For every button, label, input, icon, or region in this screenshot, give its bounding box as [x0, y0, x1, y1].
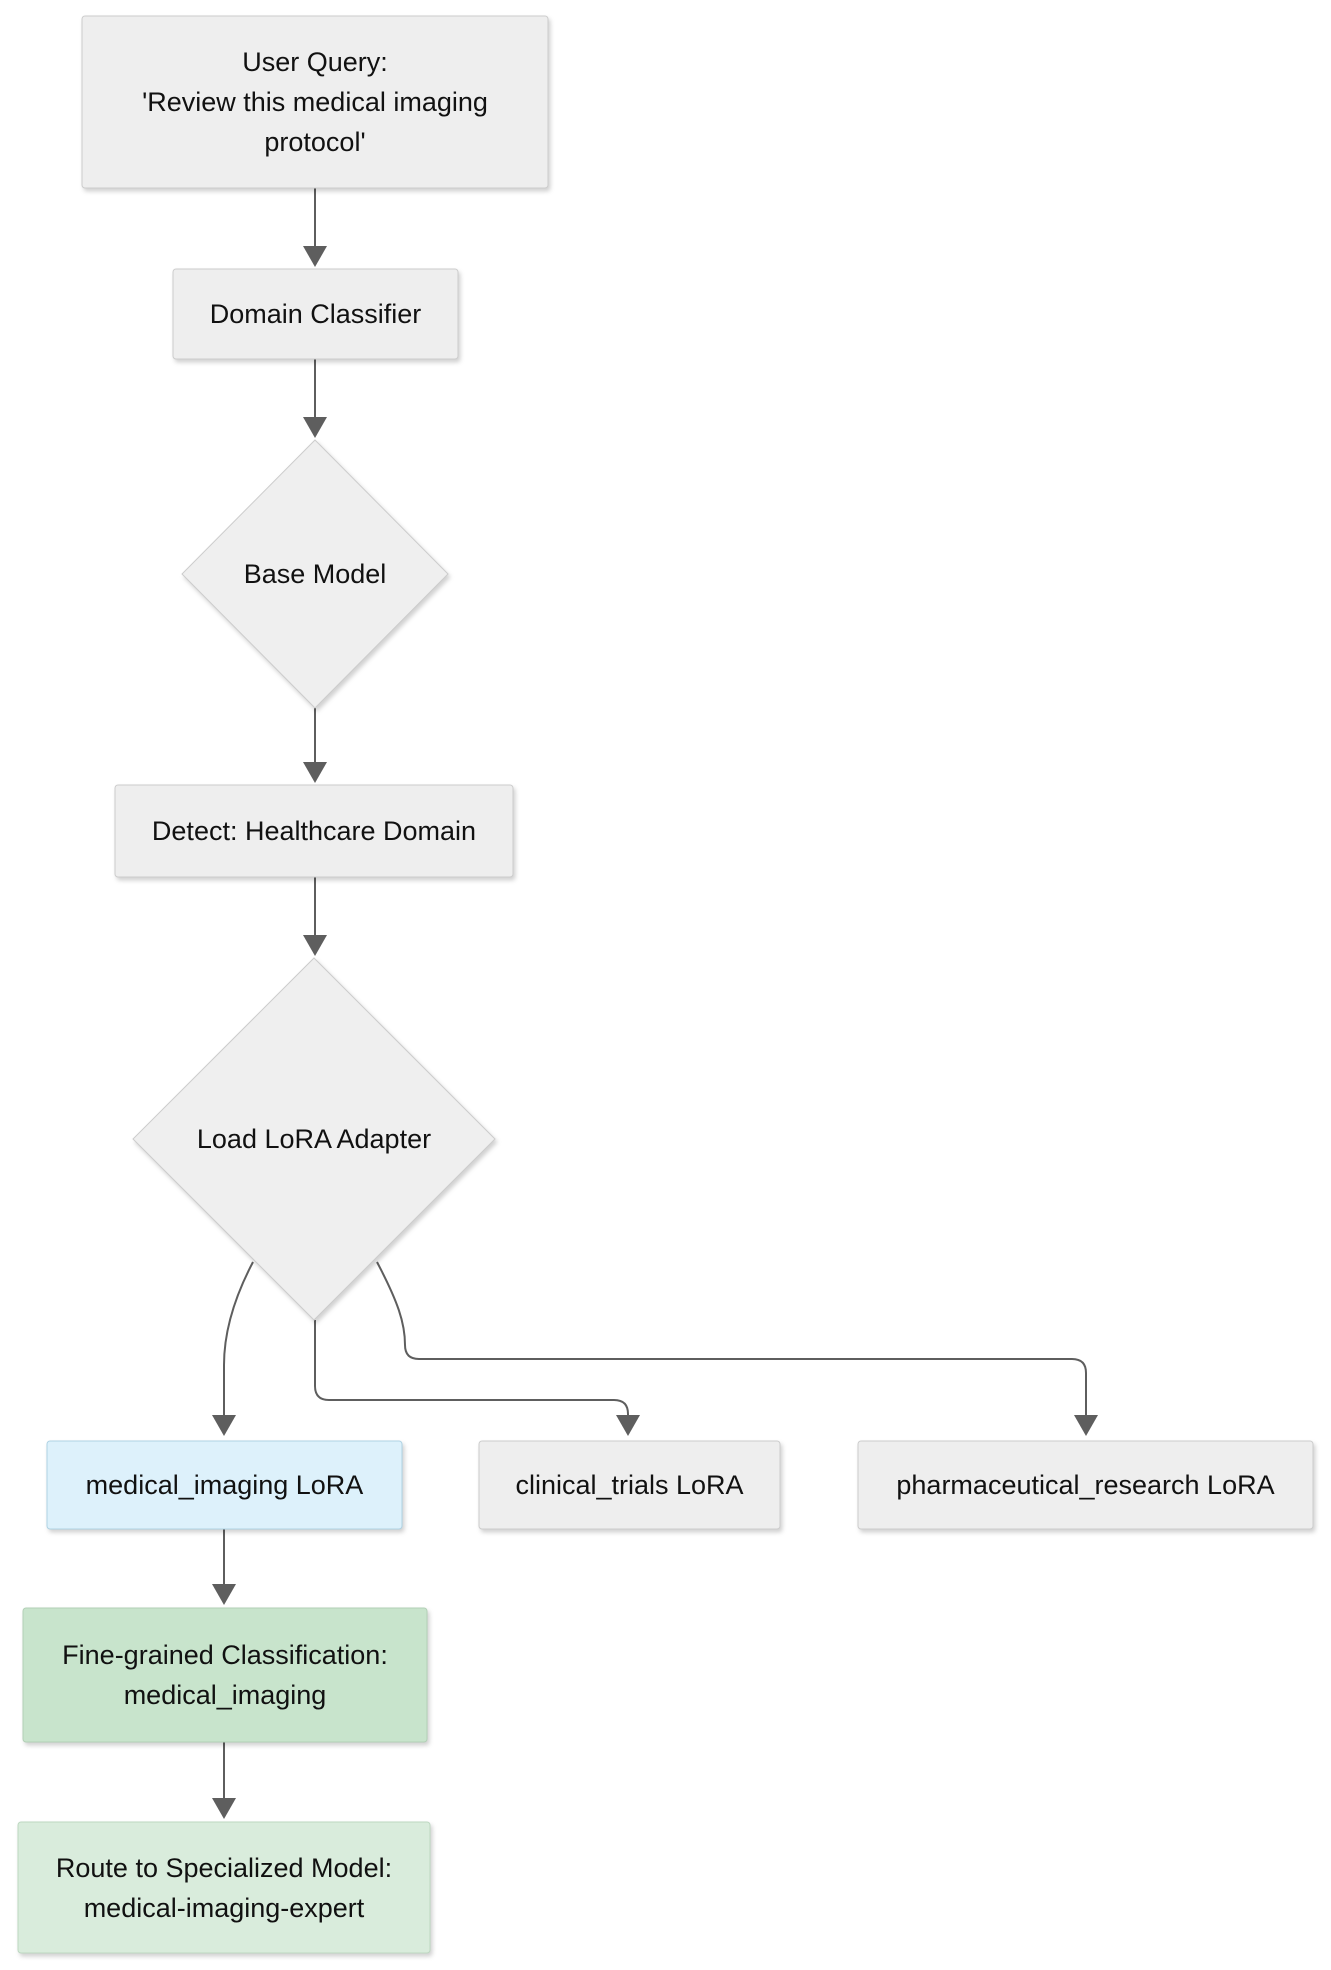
- arrowhead-icon: [1074, 1415, 1098, 1436]
- edge-user-query-to-domain-classifier: [303, 188, 327, 267]
- edge-load-lora-to-pharmaceutical: [376, 1261, 1098, 1436]
- arrowhead-icon: [303, 246, 327, 267]
- arrowhead-icon: [303, 417, 327, 438]
- fine-grained-classification-node: [22, 1607, 428, 1743]
- medical-imaging-lora-node: [46, 1440, 403, 1530]
- edge-base-model-to-detect: [303, 708, 327, 783]
- edge-fine-grained-to-route: [212, 1742, 236, 1819]
- arrowhead-icon: [303, 935, 327, 956]
- arrowhead-icon: [303, 762, 327, 783]
- edge-domain-classifier-to-base-model: [303, 359, 327, 438]
- clinical-trials-lora-node: [478, 1440, 781, 1530]
- pharmaceutical-research-lora-node: [857, 1440, 1314, 1530]
- base-model-decision-node: [181, 439, 449, 709]
- user-query-node: [81, 15, 549, 189]
- arrowhead-icon: [212, 1415, 236, 1436]
- detect-healthcare-node: [114, 784, 514, 878]
- domain-classifier-node: [172, 268, 459, 360]
- route-specialized-model-node: [17, 1821, 431, 1954]
- load-lora-adapter-decision-node: [132, 957, 496, 1321]
- edge-load-lora-to-clinical-trials: [314, 1320, 640, 1436]
- arrowhead-icon: [212, 1798, 236, 1819]
- edge-load-lora-to-medical-imaging: [212, 1261, 254, 1436]
- edge-medical-imaging-to-fine-grained: [212, 1529, 236, 1605]
- edge-detect-to-load-lora: [303, 877, 327, 956]
- arrowhead-icon: [212, 1584, 236, 1605]
- arrowhead-icon: [616, 1415, 640, 1436]
